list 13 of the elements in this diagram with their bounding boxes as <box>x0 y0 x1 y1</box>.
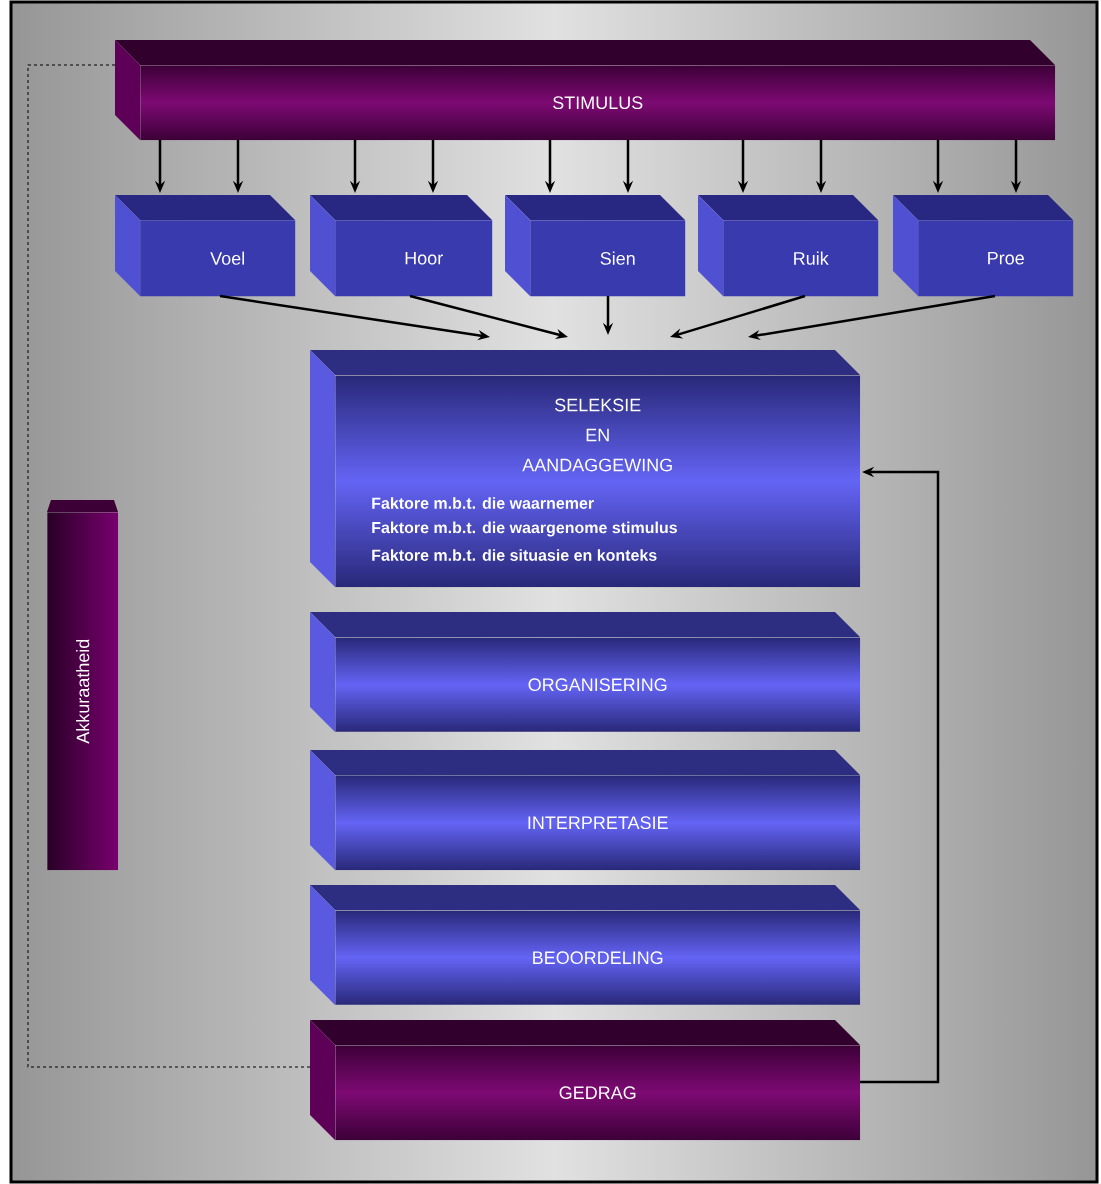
sense-block: Sien <box>505 195 686 297</box>
dashed-line <box>27 64 311 1068</box>
process-block: BEOORDELING <box>310 885 861 1005</box>
process-block: INTERPRETASIE <box>310 750 861 871</box>
sense-block: Hoor <box>310 195 493 297</box>
process-block: ORGANISERING <box>310 612 861 732</box>
side-bar: Akkuraatheid <box>47 500 119 871</box>
sense-block: Ruik <box>698 195 879 297</box>
process-block: STIMULUS <box>115 40 1056 141</box>
sense-block: Voel <box>115 195 296 297</box>
sense-block: Proe <box>893 195 1074 297</box>
process-block: GEDRAG <box>310 1020 861 1141</box>
process-block: SELEKSIE EN AANDAGGEWING Faktore m.b.t. die waarnemer Faktore m.b.t. die waargenome stimulus Faktore m.b.t. die situasie en konteks <box>310 350 861 588</box>
